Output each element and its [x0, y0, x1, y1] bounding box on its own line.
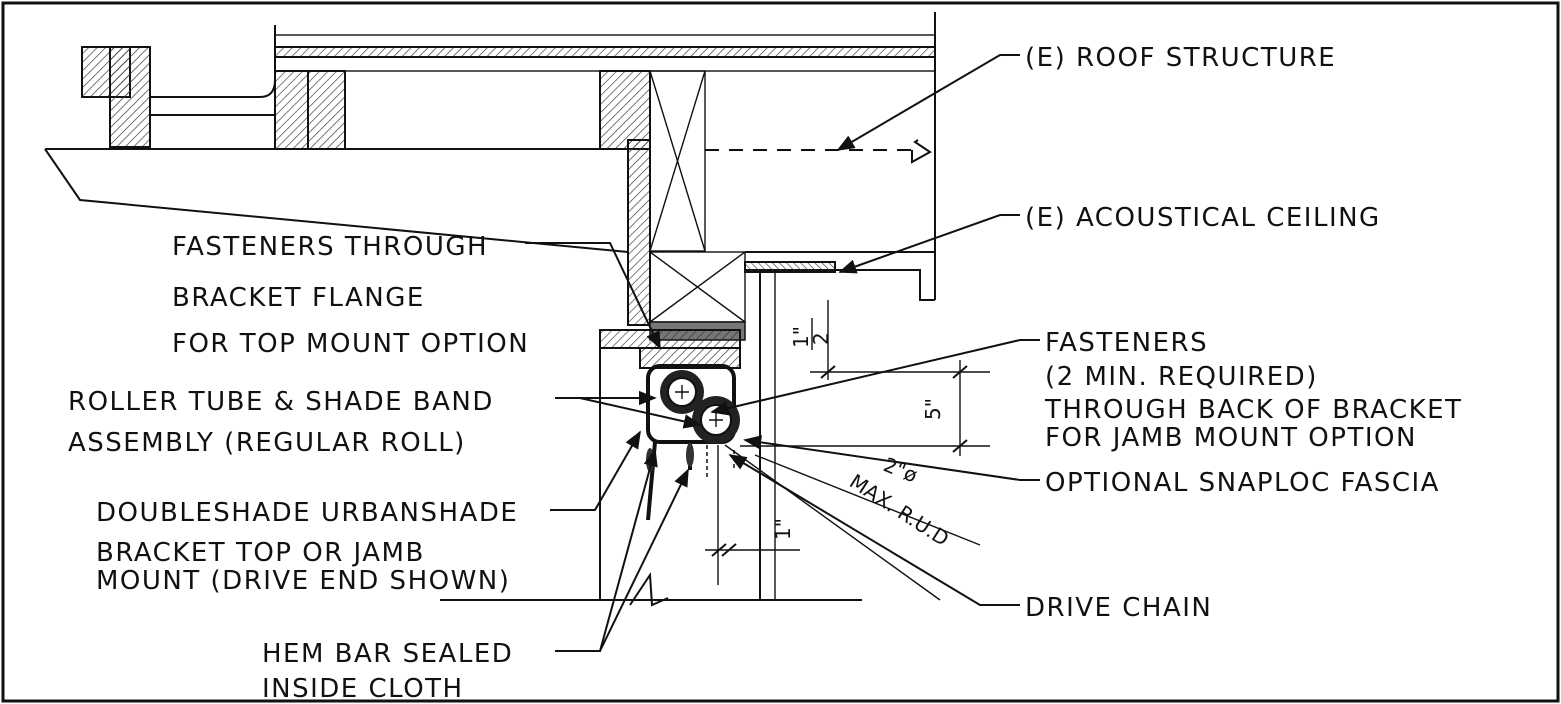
- roof-structure: [44, 12, 936, 300]
- label-roller-2: ASSEMBLY (REGULAR ROLL): [68, 428, 466, 458]
- dim-half-inch-num: 1": [789, 326, 813, 348]
- label-hem-1: HEM BAR SEALED: [262, 639, 513, 669]
- label-fasteners-top-2: BRACKET FLANGE: [172, 283, 425, 313]
- ceiling-assembly: [440, 139, 935, 607]
- dim-one-inch: 1": [771, 518, 795, 540]
- label-fasteners-jamb-4: FOR JAMB MOUNT OPTION: [1045, 423, 1417, 453]
- label-fasteners-jamb-2: (2 MIN. REQUIRED): [1045, 362, 1318, 392]
- label-acoustical-ceiling: (E) ACOUSTICAL CEILING: [1025, 203, 1381, 233]
- leader-lines: [525, 54, 1040, 652]
- label-bracket-1: DOUBLESHADE URBANSHADE: [96, 498, 518, 528]
- dim-diameter: 2"ø: [880, 452, 921, 487]
- label-hem-2: INSIDE CLOTH: [262, 674, 464, 704]
- label-drive-chain: DRIVE CHAIN: [1025, 593, 1212, 623]
- label-bracket-2: BRACKET TOP OR JAMB: [96, 538, 425, 568]
- dimension-lines: [705, 300, 990, 601]
- label-roof-structure: (E) ROOF STRUCTURE: [1025, 43, 1336, 73]
- label-fasteners-top-3: FOR TOP MOUNT OPTION: [172, 329, 529, 359]
- label-fasteners-top-1: FASTENERS THROUGH: [172, 232, 488, 262]
- label-bracket-3: MOUNT (DRIVE END SHOWN): [96, 566, 510, 596]
- label-snaploc-fascia: OPTIONAL SNAPLOC FASCIA: [1045, 468, 1440, 498]
- label-roller-1: ROLLER TUBE & SHADE BAND: [68, 387, 494, 417]
- dim-half-inch-den: 2: [809, 332, 833, 345]
- dim-five-inch: 5": [921, 398, 945, 420]
- label-fasteners-jamb-1: FASTENERS: [1045, 328, 1208, 358]
- label-fasteners-jamb-3: THROUGH BACK OF BRACKET: [1044, 395, 1462, 425]
